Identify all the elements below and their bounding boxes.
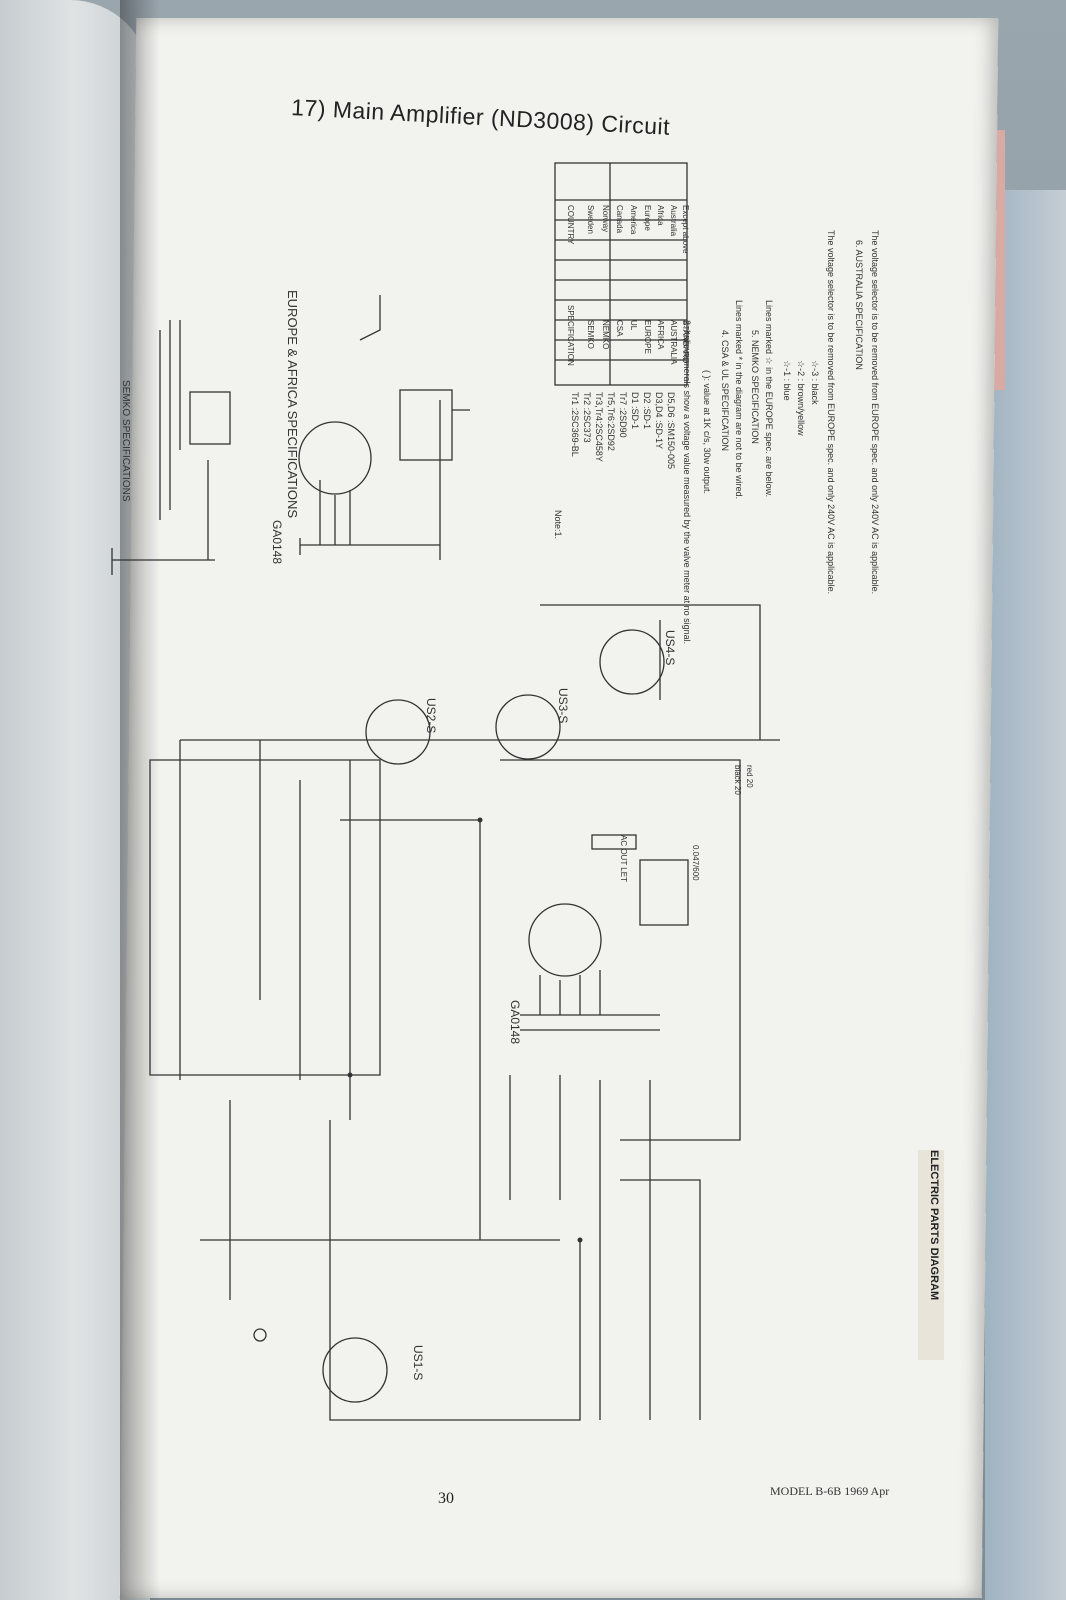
electric-parts-tab: [918, 1150, 944, 1360]
note-line: ☆-2 : brown/yellow: [796, 360, 806, 436]
us1-label: US1-S: [411, 1345, 425, 1381]
spec-name: UL: [629, 320, 638, 331]
europe-wiring: [299, 295, 470, 560]
semko-selector: [189, 391, 231, 445]
spec-table-header-country: COUNTRY: [566, 205, 575, 245]
semko-heading: SEMKO SPECIFICATIONS: [120, 380, 131, 502]
note-line: 6. AUSTRALIA SPECIFICATION: [854, 240, 864, 370]
us1-socket: [322, 1337, 388, 1403]
model-footer: MODEL B-6B 1969 Apr: [770, 1484, 890, 1498]
spec-country: Except above: [681, 205, 690, 254]
capacitor-label: 0.047/600: [691, 845, 700, 881]
us2-label: US2-S: [424, 698, 438, 734]
spec-name: SEMKO: [586, 320, 595, 349]
europe-terminal-block: [399, 389, 453, 461]
note-line: Lines marked * in the diagram are not to…: [734, 300, 744, 500]
spec-country: Africa: [656, 205, 665, 226]
amp-wiring-a: [179, 739, 780, 1120]
spec-name: CSA: [615, 320, 624, 337]
note-line: Tr1 :2SC369-BL: [570, 392, 580, 457]
note-line: D1 :SD-1: [630, 392, 640, 430]
note-line: Tr3,Tr4:2SC458Y: [594, 392, 604, 462]
spec-country: Canada: [615, 205, 624, 234]
page-number: 30: [438, 1490, 454, 1507]
spec-country: Norway: [601, 205, 610, 233]
spec-name: NEMKO: [601, 320, 610, 350]
ac-outlet: [591, 834, 637, 850]
note-line: D2 :SD-1: [642, 392, 652, 430]
europe-spec-heading: EUROPE & AFRICA SPECIFICATIONS: [285, 290, 300, 519]
note-line: Lines marked ☆ in the EUROPE spec. are b…: [764, 300, 774, 498]
note-line: ☆-1 : blue: [782, 360, 792, 401]
note-line: Tr7 :2SD90: [618, 392, 628, 438]
note-line: 4. CSA & UL SPECIFICATION: [720, 330, 730, 452]
note-line: 5. NEMKO SPECIFICATION: [750, 330, 760, 444]
note-line: D3,D4 :SD-1Y: [654, 392, 664, 450]
note-line: D5,D6 :SM150-005: [666, 392, 676, 470]
spec-name: AUSTRALIA: [669, 320, 678, 365]
wire-black-label: black 20: [733, 765, 742, 795]
us4-socket: [599, 629, 665, 695]
note-heading: Note:1.: [553, 510, 563, 540]
ga148-label-main: GA0148: [508, 1000, 522, 1045]
spine-shadow: [120, 0, 160, 1600]
us3-socket: [495, 694, 561, 760]
note-line: The voltage selector is to be removed fr…: [870, 230, 880, 595]
note-line: Tr5,Tr6:2SD92: [606, 392, 616, 451]
note-line: The voltage selector is to be removed fr…: [826, 230, 836, 595]
spec-country: America: [629, 205, 638, 235]
europe-selector-socket: [298, 421, 372, 495]
spec-table-frame: [554, 162, 688, 386]
spec-name: EUROPE: [643, 320, 652, 354]
power-selector-socket: [528, 903, 602, 977]
note-line: Tr2 :2SC373: [582, 392, 592, 443]
amplifier-block: [149, 759, 381, 1076]
spec-table-grid: [555, 163, 687, 385]
us2-socket: [365, 699, 431, 765]
spec-country: Sweden: [586, 205, 595, 234]
underlying-book: [985, 190, 1066, 1600]
power-wiring: [509, 1075, 701, 1420]
us3-label: US3-S: [556, 688, 570, 724]
ac-outlet-label: AC OUT LET: [619, 835, 628, 882]
spec-country: Europe: [643, 205, 652, 231]
wire-red-label: red 20: [745, 765, 754, 788]
us4-label: US4-S: [663, 630, 677, 666]
spec-country: Australia: [669, 205, 678, 237]
note-line: ☆-3 : black: [810, 360, 820, 405]
side-tab-label: ELECTRIC PARTS DIAGRAM: [928, 1150, 940, 1301]
spec-table-header-spec: SPECIFICATION: [566, 305, 575, 366]
ga148-label-top: GA0148: [270, 520, 284, 565]
transformer-ga148: [520, 970, 660, 1031]
semko-wiring: [111, 320, 215, 575]
power-terminal-block: [639, 859, 689, 926]
spec-name: AFRICA: [656, 320, 665, 350]
note-line: 2. Italic numerals show a voltage value …: [682, 320, 692, 645]
note-line: ( ): value at 1K c/s, 30w output.: [702, 370, 712, 495]
socket-wiring: [500, 604, 761, 1141]
